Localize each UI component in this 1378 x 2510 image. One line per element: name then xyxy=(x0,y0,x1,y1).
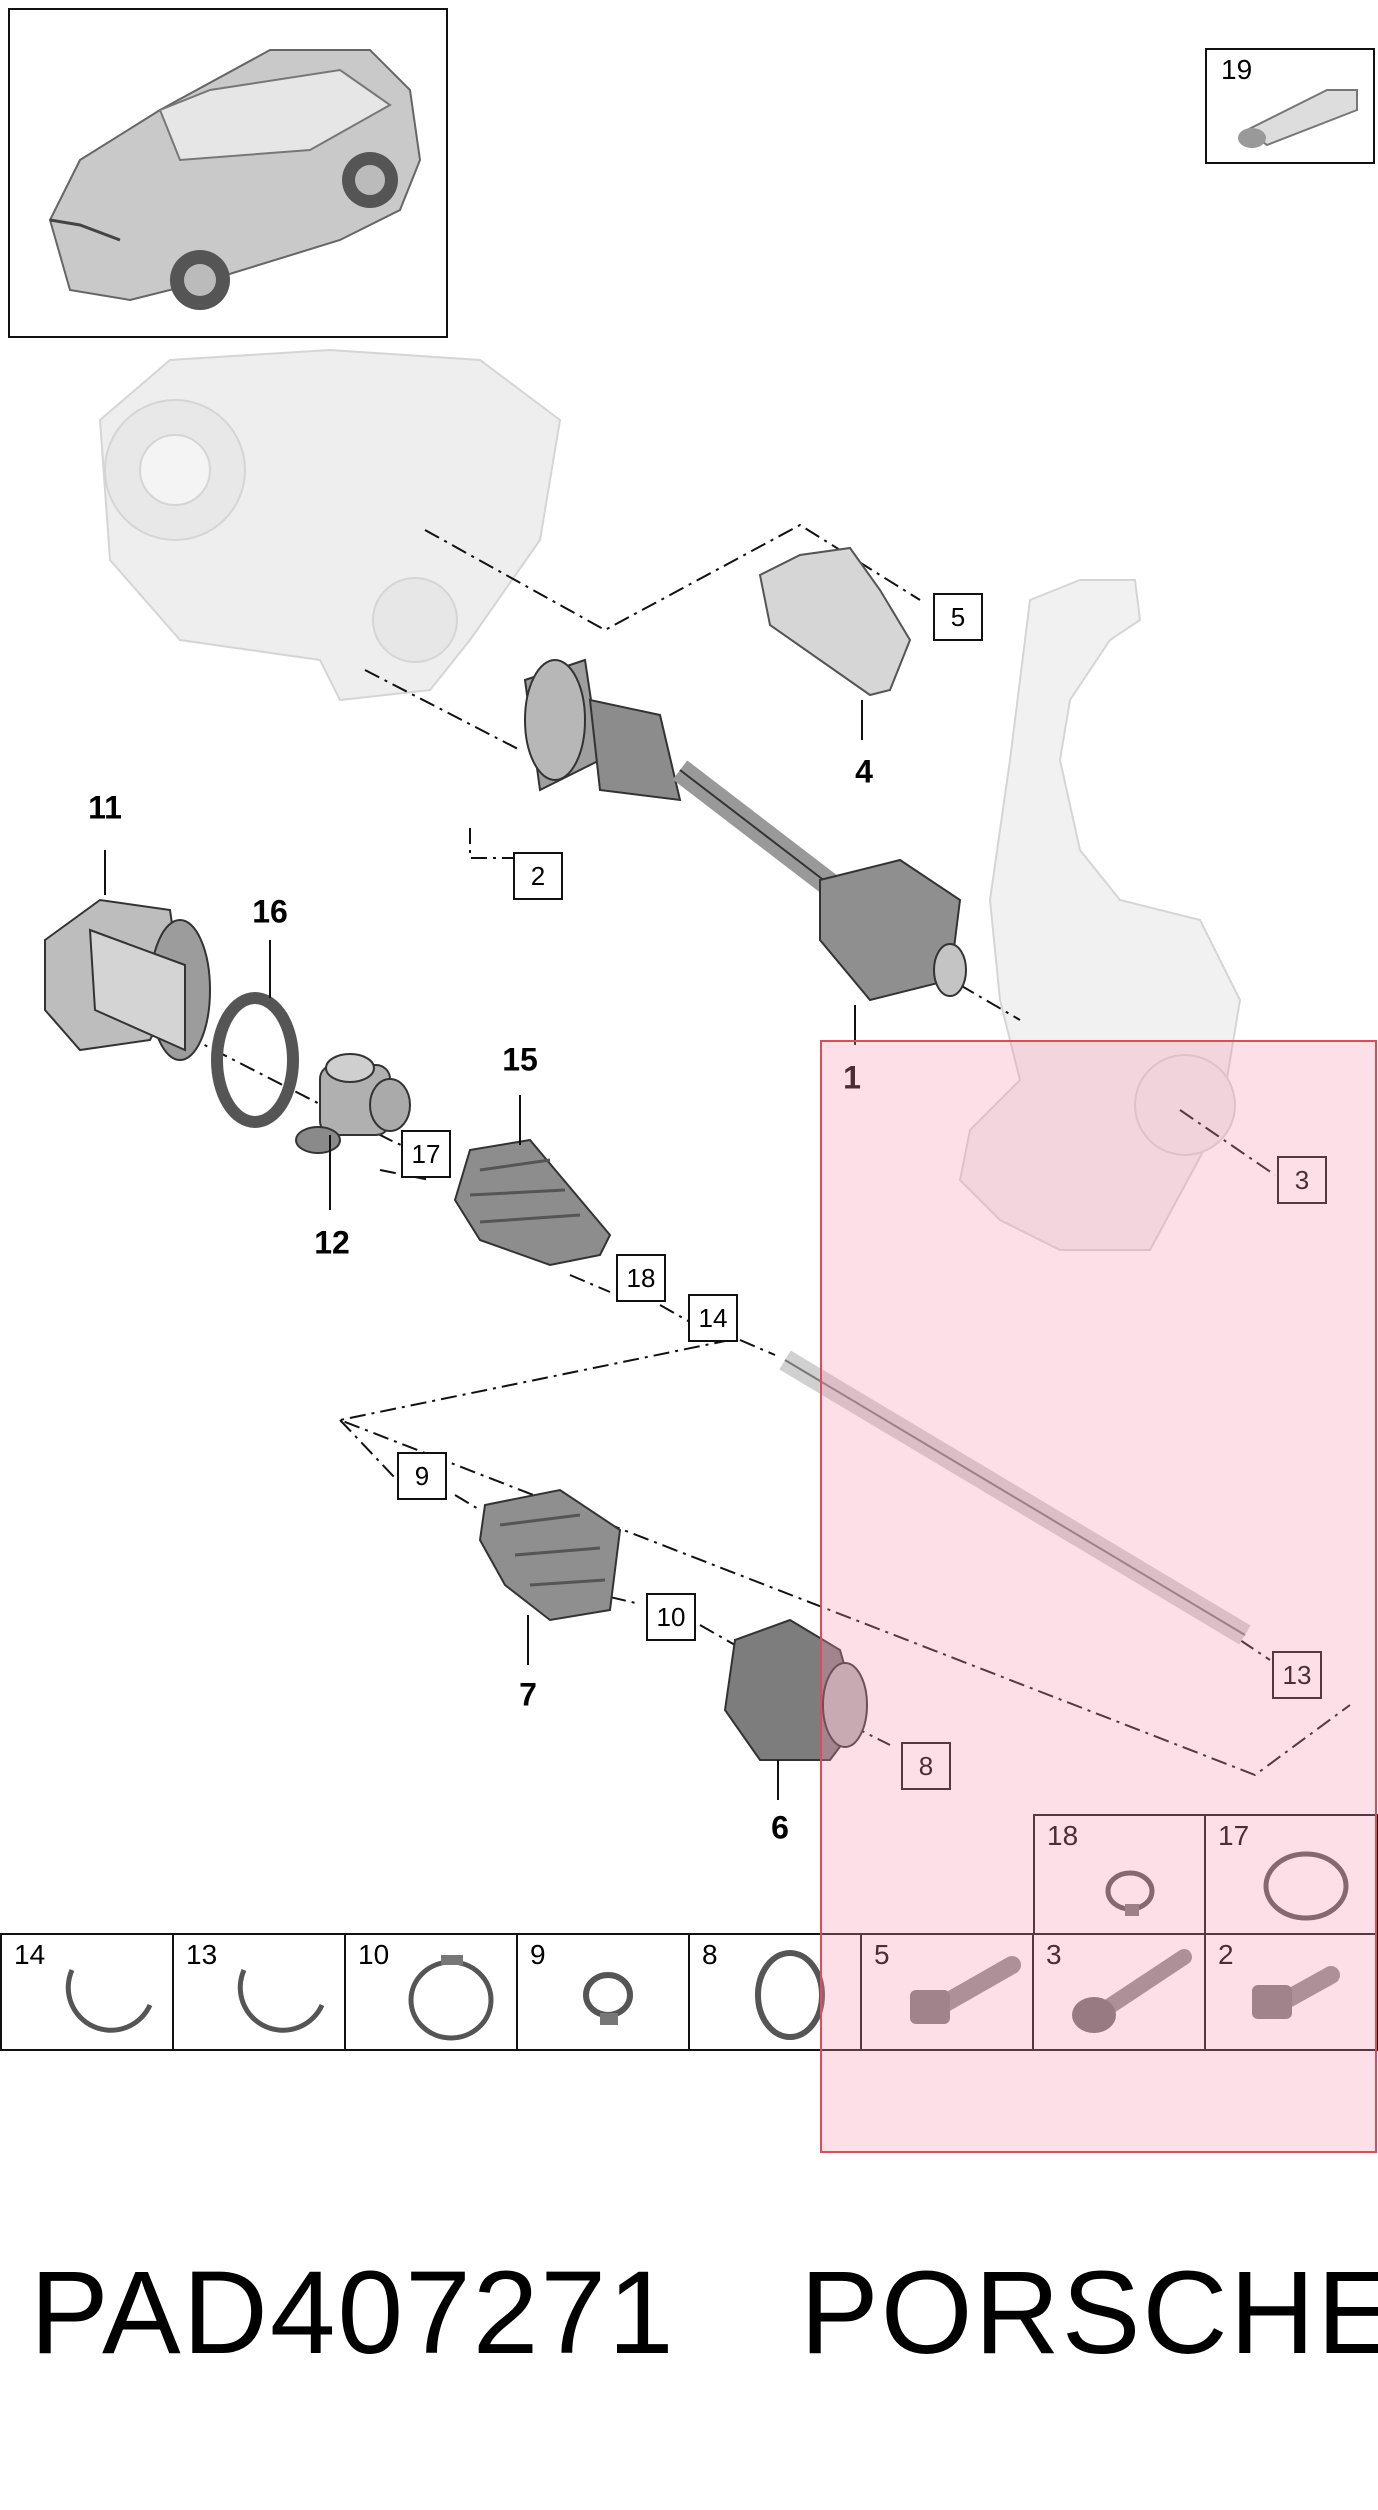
band-clamp-icon xyxy=(408,1955,494,2041)
part-number: 18 xyxy=(1047,1820,1079,1851)
band-clamp-icon xyxy=(1263,1851,1349,1921)
parts-cell-14: 14 xyxy=(0,1933,174,2051)
part-number: 3 xyxy=(1046,1939,1062,1970)
spacer-ring xyxy=(211,992,299,1128)
circlip-icon xyxy=(65,1968,153,2033)
part-number: 17 xyxy=(1218,1820,1250,1851)
callout-ticks xyxy=(104,700,863,1800)
callout-1: 1 xyxy=(843,1059,861,1096)
grease-tube-number: 19 xyxy=(1221,54,1253,85)
drive-shaft-assembly xyxy=(523,658,967,1002)
callout-15: 15 xyxy=(502,1041,538,1078)
outer-boot xyxy=(478,1488,622,1622)
circlip-icon xyxy=(237,1968,325,2033)
inner-boot xyxy=(453,1138,612,1267)
intermediate-shaft xyxy=(779,1350,1251,1645)
callout-4: 4 xyxy=(855,753,873,790)
parts-cell-9: 9 xyxy=(516,1933,690,2051)
bolt-icon xyxy=(1252,1966,1340,2019)
parts-cell-2: 2 xyxy=(1204,1933,1378,2051)
parts-cell-10: 10 xyxy=(344,1933,518,2051)
part-number: 10 xyxy=(358,1939,390,1970)
tripod-joint xyxy=(295,1053,411,1154)
box-label-14: 14 xyxy=(688,1294,738,1342)
part-number: 14 xyxy=(14,1939,46,1970)
box-label-5: 5 xyxy=(933,593,983,641)
parts-cell-3: 3 xyxy=(1032,1933,1206,2051)
box-label-17: 17 xyxy=(401,1130,451,1178)
callout-6: 6 xyxy=(771,1809,789,1846)
part-number: 13 xyxy=(186,1939,218,1970)
vehicle-thumbnail xyxy=(8,8,448,338)
brand-name: PORSCHE xyxy=(800,2247,1378,2379)
part-code: PAD407271 xyxy=(30,2247,676,2379)
box-label-13: 13 xyxy=(1272,1651,1322,1699)
box-label-10: 10 xyxy=(646,1593,696,1641)
callout-12: 12 xyxy=(314,1224,350,1261)
flange-bolt-icon xyxy=(1072,1949,1192,2033)
hose-clamp-icon xyxy=(583,1972,633,2025)
callout-16: 16 xyxy=(252,893,288,930)
footer: PAD407271 PORSCHE xyxy=(0,2245,1378,2379)
box-label-8: 8 xyxy=(901,1742,951,1790)
part-number: 5 xyxy=(874,1939,890,1970)
suv-icon xyxy=(48,49,422,310)
ring-icon xyxy=(755,1950,825,2040)
box-label-9: 9 xyxy=(397,1452,447,1500)
grease-tube-box: 19 xyxy=(1205,48,1375,164)
callout-7: 7 xyxy=(519,1676,537,1713)
part-number: 8 xyxy=(702,1939,718,1970)
part-number: 2 xyxy=(1218,1939,1234,1970)
cover-plate xyxy=(758,546,912,697)
box-label-3: 3 xyxy=(1277,1156,1327,1204)
grease-tube-icon xyxy=(1238,89,1358,148)
outer-joint xyxy=(723,1618,868,1761)
box-label-2: 2 xyxy=(513,852,563,900)
callout-11: 11 xyxy=(88,789,122,826)
bolt-icon xyxy=(910,1956,1021,2024)
hose-clamp-icon xyxy=(1105,1870,1155,1916)
joint-housing xyxy=(44,898,211,1061)
transmission-housing xyxy=(98,348,562,702)
part-number: 9 xyxy=(530,1939,546,1970)
box-label-18: 18 xyxy=(616,1254,666,1302)
parts-cell-13: 13 xyxy=(172,1933,346,2051)
highlight-region xyxy=(820,1040,1377,2153)
